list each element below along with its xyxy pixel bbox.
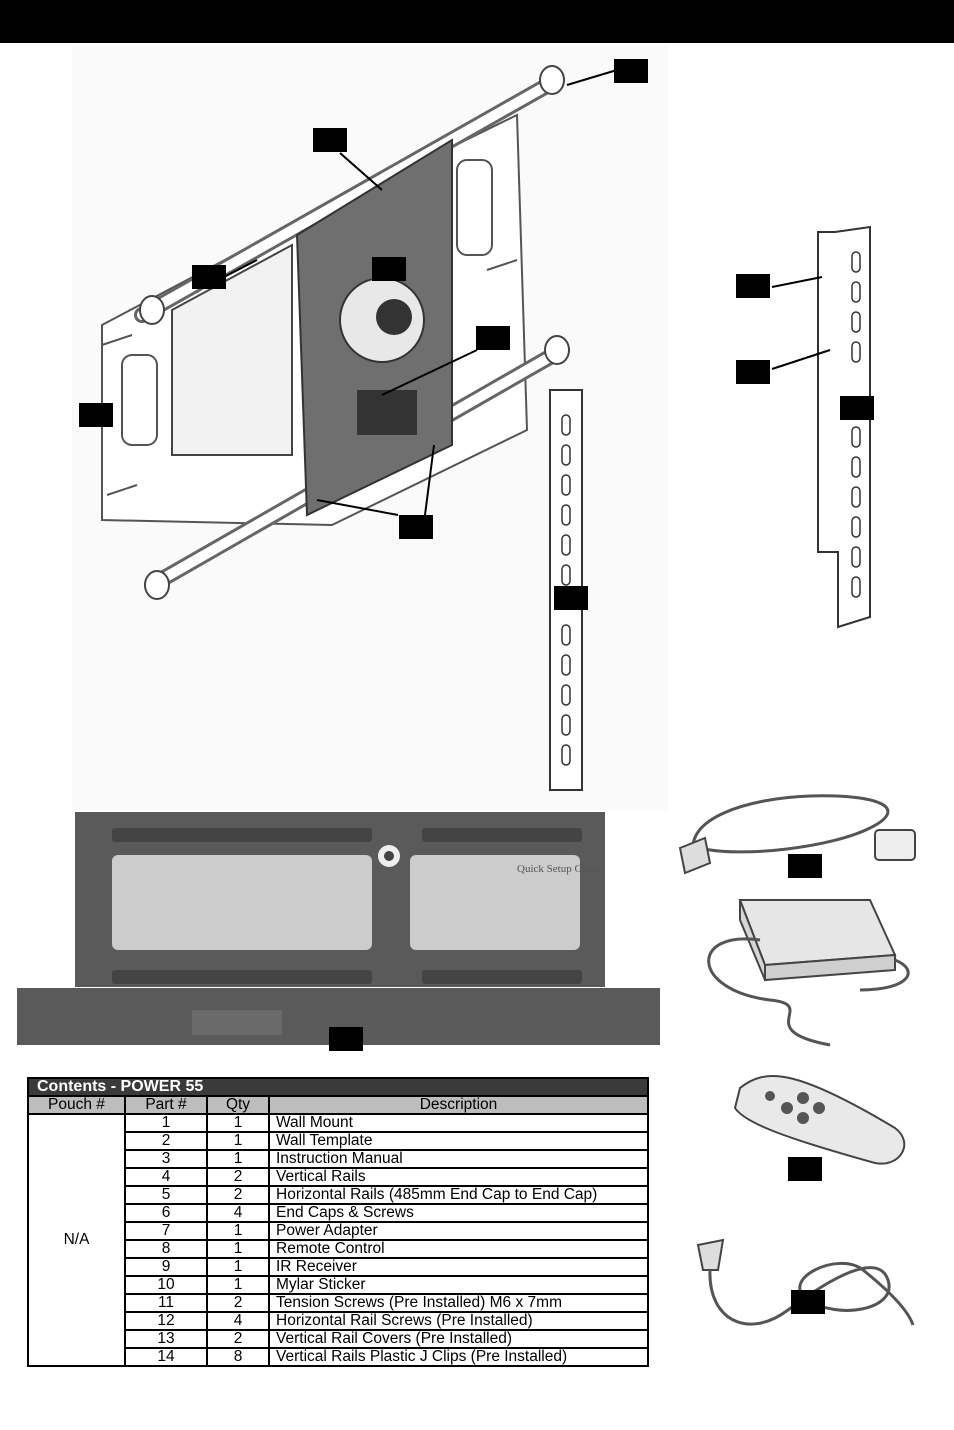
callout-box (788, 854, 822, 878)
table-row: 6 4 End Caps & Screws (28, 1203, 649, 1223)
qty-cell: 1 (206, 1239, 270, 1259)
qty-cell: 2 (206, 1185, 270, 1205)
callout-box (614, 59, 648, 83)
qty-cell: 1 (206, 1275, 270, 1295)
part-cell: 4 (124, 1167, 208, 1187)
description-cell: Horizontal Rails (485mm End Cap to End C… (268, 1185, 649, 1205)
description-cell: Vertical Rail Covers (Pre Installed) (268, 1329, 649, 1349)
qty-cell: 1 (206, 1131, 270, 1151)
callout-box (329, 1027, 363, 1051)
qty-cell: 8 (206, 1347, 270, 1367)
qty-cell: 2 (206, 1167, 270, 1187)
table-title: Contents - POWER 55 (27, 1077, 649, 1097)
contents-table: Contents - POWER 55 Pouch # Part # Qty D… (27, 1077, 649, 1367)
description-cell: Tension Screws (Pre Installed) M6 x 7mm (268, 1293, 649, 1313)
part-cell: 10 (124, 1275, 208, 1295)
part-cell: 13 (124, 1329, 208, 1349)
table-header-row: Pouch # Part # Qty Description (27, 1095, 649, 1115)
table-row: 10 1 Mylar Sticker (28, 1275, 649, 1295)
table-row: N/A 1 1 Wall Mount (27, 1113, 649, 1367)
table-row: 3 1 Instruction Manual (28, 1149, 649, 1169)
description-cell: Vertical Rails Plastic J Clips (Pre Inst… (268, 1347, 649, 1367)
table-row: 9 1 IR Receiver (28, 1257, 649, 1277)
part-cell: 6 (124, 1203, 208, 1223)
callout-box (372, 257, 406, 281)
callout-box (736, 274, 770, 298)
callout-box (192, 265, 226, 289)
table-row: 5 2 Horizontal Rails (485mm End Cap to E… (28, 1185, 649, 1205)
description-cell: Vertical Rails (268, 1167, 649, 1187)
part-cell: 5 (124, 1185, 208, 1205)
header-bar (0, 0, 954, 43)
description-cell: IR Receiver (268, 1257, 649, 1277)
ir-receiver-illustration (696, 1238, 915, 1326)
description-cell: Mylar Sticker (268, 1275, 649, 1295)
part-cell: 9 (124, 1257, 208, 1277)
description-cell: End Caps & Screws (268, 1203, 649, 1223)
column-header-qty: Qty (206, 1095, 270, 1115)
callout-box (399, 515, 433, 539)
qty-cell: 1 (206, 1149, 270, 1169)
part-cell: 1 (124, 1113, 208, 1133)
callout-box (788, 1157, 822, 1181)
callout-box (840, 396, 874, 420)
table-row: 8 1 Remote Control (28, 1239, 649, 1259)
table-row: 12 4 Horizontal Rail Screws (Pre Install… (28, 1311, 649, 1331)
table-row: 7 1 Power Adapter (28, 1221, 649, 1241)
wall-mount-illustration (72, 45, 668, 810)
pouch-cell: N/A (27, 1113, 126, 1367)
wall-template-illustration: Quick Setup Guide (17, 812, 660, 1045)
description-cell: Horizontal Rail Screws (Pre Installed) (268, 1311, 649, 1331)
part-cell: 14 (124, 1347, 208, 1367)
qty-cell: 1 (206, 1113, 270, 1133)
qty-cell: 4 (206, 1311, 270, 1331)
description-cell: Wall Template (268, 1131, 649, 1151)
qty-cell: 4 (206, 1203, 270, 1223)
description-cell: Remote Control (268, 1239, 649, 1259)
column-header-pouch: Pouch # (27, 1095, 126, 1115)
part-cell: 3 (124, 1149, 208, 1169)
part-cell: 8 (124, 1239, 208, 1259)
column-header-part: Part # (124, 1095, 208, 1115)
column-header-description: Description (268, 1095, 649, 1115)
power-adapter-illustration (707, 899, 910, 1047)
description-cell: Instruction Manual (268, 1149, 649, 1169)
description-cell: Wall Mount (268, 1113, 649, 1133)
callout-box (476, 326, 510, 350)
table-title-row: Contents - POWER 55 (27, 1077, 649, 1097)
table-row: 11 2 Tension Screws (Pre Installed) M6 x… (28, 1293, 649, 1313)
part-cell: 7 (124, 1221, 208, 1241)
qty-cell: 1 (206, 1221, 270, 1241)
remote-control-illustration (733, 1075, 906, 1165)
callout-box (313, 128, 347, 152)
table-row: 4 2 Vertical Rails (28, 1167, 649, 1187)
part-cell: 11 (124, 1293, 208, 1313)
part-cell: 2 (124, 1131, 208, 1151)
qty-cell: 2 (206, 1293, 270, 1313)
callout-box (736, 360, 770, 384)
qty-cell: 2 (206, 1329, 270, 1349)
callout-box (791, 1290, 825, 1314)
callout-box (554, 586, 588, 610)
part-cell: 12 (124, 1311, 208, 1331)
table-row: 2 1 Wall Template (28, 1131, 649, 1151)
callout-box (79, 403, 113, 427)
vertical-rail-illustration (771, 225, 871, 629)
guide-title-text: Quick Setup Guide (517, 863, 601, 875)
description-cell: Power Adapter (268, 1221, 649, 1241)
power-cord-illustration (678, 794, 916, 875)
qty-cell: 1 (206, 1257, 270, 1277)
table-row: 14 8 Vertical Rails Plastic J Clips (Pre… (28, 1347, 649, 1367)
table-row: 13 2 Vertical Rail Covers (Pre Installed… (28, 1329, 649, 1349)
